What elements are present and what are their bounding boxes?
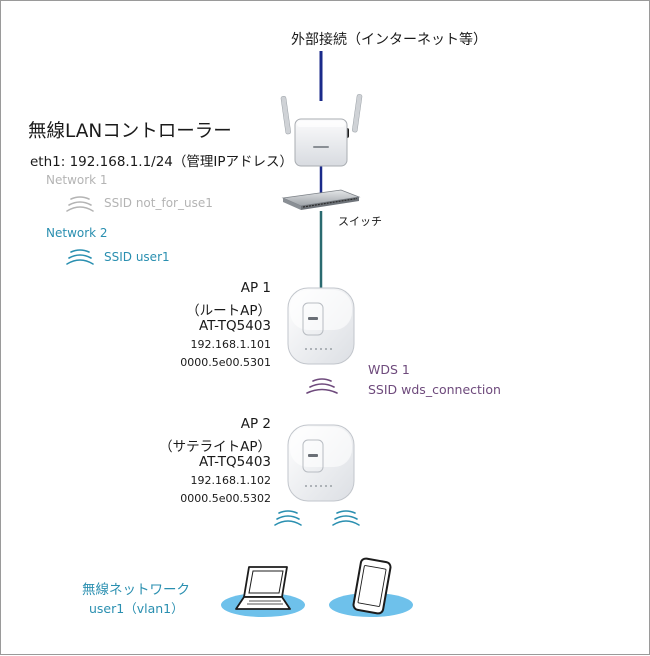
ap2-model: AT-TQ5403	[198, 454, 271, 470]
switch-label: スイッチ	[338, 215, 382, 228]
ap1-mac: 0000.5e00.5301	[180, 356, 271, 369]
network2-wave-icon	[66, 249, 94, 265]
wds-wave-icon	[306, 378, 338, 394]
switch-device	[281, 189, 361, 210]
network2-ssid: SSID user1	[104, 250, 170, 264]
network1-wave-icon	[66, 196, 94, 212]
controller-title: 無線LANコントローラー	[28, 121, 232, 142]
wds-label: WDS 1	[368, 362, 410, 377]
wireless-network-sub: user1（vlan1）	[89, 601, 184, 616]
ap2-wave-right-icon	[332, 510, 360, 526]
ap1-device	[287, 287, 355, 365]
controller-eth-address: eth1: 192.168.1.1/24（管理IPアドレス）	[30, 154, 294, 170]
ap1-model: AT-TQ5403	[198, 318, 271, 334]
ap1-ip: 192.168.1.101	[190, 338, 271, 351]
smartphone-icon	[329, 557, 413, 617]
ap2-ip: 192.168.1.102	[190, 474, 271, 487]
wireless-network-title: 無線ネットワーク	[82, 582, 190, 598]
network1-label: Network 1	[46, 173, 108, 187]
ap1-role: （ルートAP）	[186, 303, 271, 319]
external-connection-label: 外部接続（インターネット等）	[291, 32, 487, 48]
ap2-name: AP 2	[240, 416, 271, 432]
network2-label: Network 2	[46, 226, 108, 240]
ap2-wave-left-icon	[274, 510, 302, 526]
network1-ssid: SSID not_for_use1	[104, 196, 213, 210]
wds-ssid: SSID wds_connection	[368, 382, 501, 397]
ap1-name: AP 1	[240, 280, 271, 296]
ap2-role: （サテライトAP）	[159, 439, 271, 455]
controller-device	[280, 94, 363, 167]
laptop-icon	[221, 566, 305, 617]
ap2-device	[287, 424, 355, 502]
ap2-mac: 0000.5e00.5302	[180, 492, 271, 505]
